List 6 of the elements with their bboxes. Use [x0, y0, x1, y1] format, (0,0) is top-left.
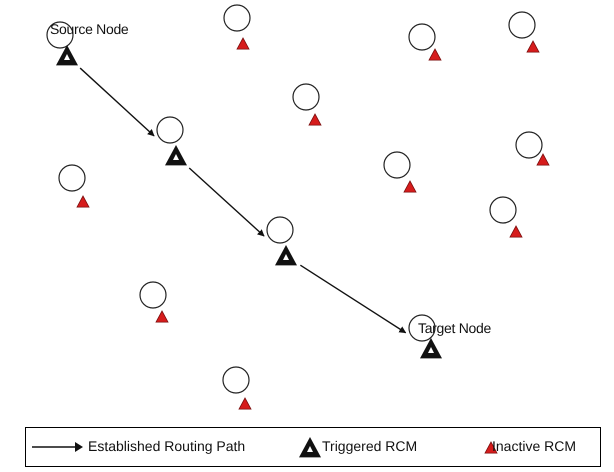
legend-label: Established Routing Path	[88, 438, 246, 454]
arrow	[188, 168, 265, 237]
arrow	[300, 264, 406, 334]
arrow	[80, 68, 155, 136]
legend-label: Triggered RCM	[322, 438, 418, 454]
legend-label: Inactive RCM	[492, 438, 576, 454]
